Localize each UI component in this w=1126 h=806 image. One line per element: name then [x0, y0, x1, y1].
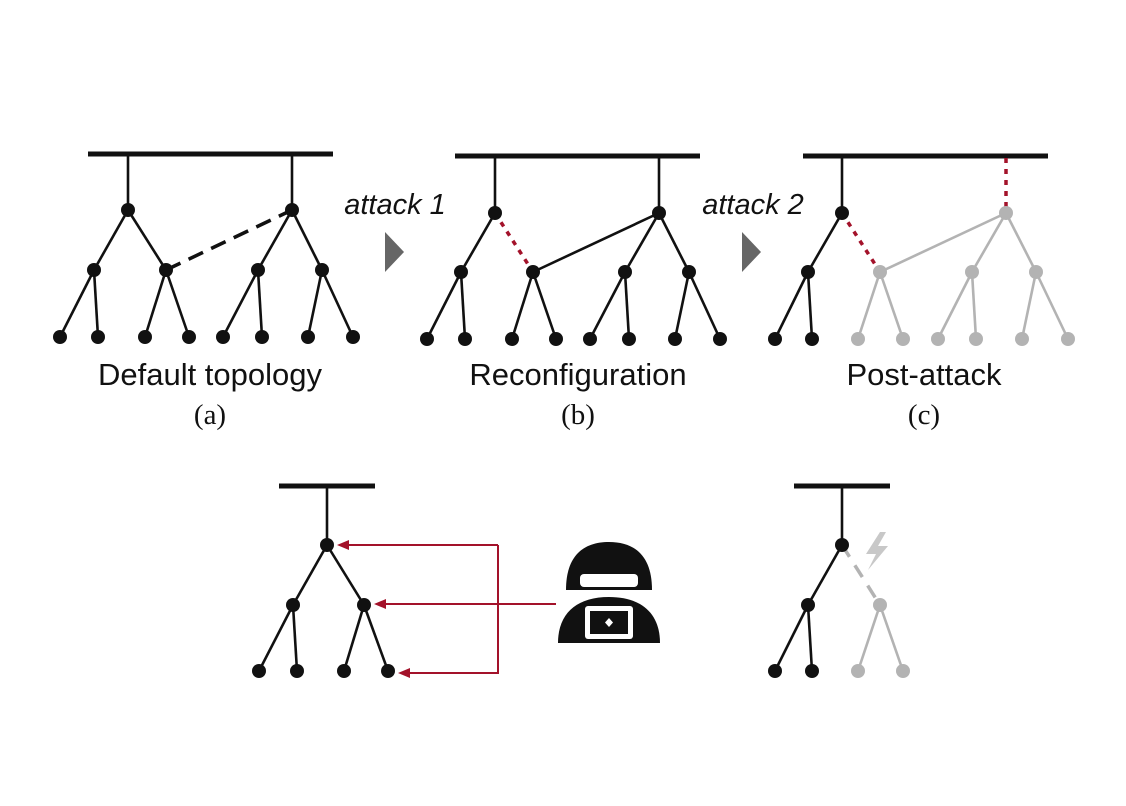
panel-c-title: Post-attack — [846, 357, 1002, 392]
attack-probe-arrows — [343, 544, 556, 674]
panel-c-failed-links — [840, 158, 1008, 273]
compromised-tree-active-links — [773, 483, 890, 672]
transition-1-label: attack 1 — [344, 189, 446, 221]
lightning-icon — [866, 532, 888, 570]
panel-c-inactive-nodes — [851, 206, 1075, 346]
panel-c-active-links — [773, 153, 1048, 340]
compromised-tree-inactive-links — [856, 604, 905, 672]
broken-link — [840, 544, 882, 606]
compromised-tree-inactive-nodes — [851, 598, 910, 678]
panel-c-inactive-links — [856, 211, 1070, 340]
panel-c-caption: (c) — [908, 399, 940, 431]
attack-target-tree — [252, 483, 395, 678]
transition-1: attack 1 — [344, 189, 446, 272]
backup-link — [165, 208, 293, 272]
panel-b-nodes — [420, 206, 727, 346]
panel-a-title: Default topology — [98, 357, 323, 392]
arrowhead-icon — [742, 232, 761, 272]
panel-a-caption: (a) — [194, 399, 226, 431]
target-tree-nodes — [252, 538, 395, 678]
panel-b-title: Reconfiguration — [469, 357, 686, 392]
panel-a-nodes — [53, 203, 360, 344]
compromised-tree — [768, 483, 910, 678]
transition-2: attack 2 — [702, 189, 804, 272]
panel-a-links — [58, 151, 355, 338]
panel-c: Post-attack (c) — [768, 153, 1075, 431]
panel-b: Reconfiguration (b) — [420, 153, 727, 431]
transition-2-label: attack 2 — [702, 189, 804, 221]
panel-c-active-nodes — [768, 206, 849, 346]
failed-link — [493, 212, 535, 273]
arrowhead-icon — [385, 232, 404, 272]
panel-a: Default topology (a) — [53, 151, 360, 431]
panel-b-caption: (b) — [561, 399, 595, 431]
target-tree-links — [257, 483, 390, 672]
panel-b-links — [425, 153, 722, 340]
attack-arrowheads — [337, 540, 410, 678]
compromised-tree-active-nodes — [768, 538, 849, 678]
hacker-laptop-icon — [558, 542, 660, 643]
